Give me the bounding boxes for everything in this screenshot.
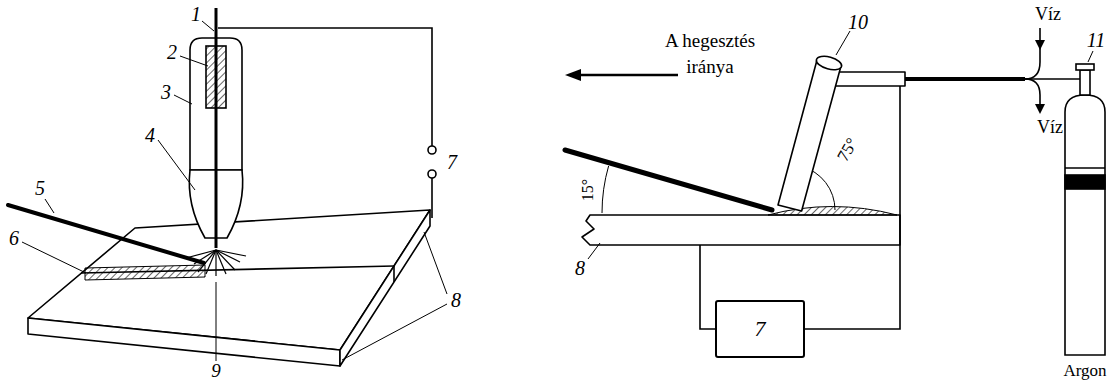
gas-label: Argon [1063, 361, 1106, 381]
line-art [1025, 78, 1080, 80]
line-art [158, 140, 195, 190]
line-art [215, 250, 216, 276]
line-art [1065, 167, 1105, 169]
callout-number: 2 [167, 40, 177, 64]
line-art [1065, 175, 1105, 189]
argon-cylinder [1065, 64, 1105, 355]
line-art [832, 72, 905, 86]
callout-number: 11 [1087, 28, 1106, 52]
direction-arrow [565, 69, 678, 81]
callout-number: 6 [9, 226, 19, 250]
line-art [700, 245, 715, 329]
line-art [1025, 79, 1040, 106]
line-art [45, 199, 54, 213]
line-art [424, 232, 447, 294]
circuit-right [700, 86, 900, 329]
arc-left [186, 250, 246, 276]
line-art [428, 170, 436, 178]
power-source-box: 7 [715, 300, 805, 358]
callout-number: 3 [161, 80, 171, 104]
line-art [340, 210, 430, 366]
callout-number: 8 [575, 256, 585, 280]
line-art [805, 86, 900, 329]
angle-label: 15° [578, 179, 597, 201]
callout-number: 10 [848, 10, 868, 34]
filler-rod-right [565, 150, 772, 210]
line-art [8, 205, 204, 263]
callout-number: 7 [447, 150, 457, 174]
line-art [202, 21, 214, 31]
line-art [602, 166, 609, 213]
line-art [174, 95, 192, 104]
line-art [428, 146, 436, 154]
line-art [1076, 64, 1094, 70]
filler-rod-left [8, 205, 204, 263]
line-art [85, 265, 205, 280]
torch-left [189, 8, 242, 248]
line-art [836, 31, 850, 55]
line-art [1088, 51, 1093, 62]
hoses [905, 28, 1080, 114]
torch-right [778, 54, 905, 211]
leader-lines-left [22, 21, 447, 361]
line-art [198, 250, 216, 272]
callout-number: 4 [145, 123, 155, 147]
line-art [186, 250, 216, 258]
line-art [778, 60, 841, 211]
callout-number: 1 [191, 2, 201, 26]
water-label: Víz [1037, 117, 1063, 139]
line-art [216, 282, 217, 361]
angle-label: 75° [833, 135, 863, 166]
line-art [1035, 104, 1045, 114]
line-art [216, 250, 246, 256]
circuit-left [218, 28, 436, 218]
direction-label: A hegesztés iránya [640, 28, 780, 80]
callout-number: 8 [451, 288, 461, 312]
line-art [215, 8, 218, 248]
line-art [22, 242, 86, 273]
line-art [578, 74, 678, 77]
callout-number: 7 [755, 316, 766, 342]
line-art [393, 266, 395, 282]
line-art [194, 250, 216, 264]
callout-number: 5 [35, 176, 45, 200]
line-art [1035, 40, 1045, 50]
callout-number: 9 [211, 360, 221, 383]
line-art [218, 28, 432, 146]
line-art [180, 56, 208, 66]
line-art [905, 77, 1025, 81]
line-art [588, 243, 600, 259]
line-art [431, 178, 433, 218]
line-art [815, 54, 843, 72]
workpiece-right [582, 207, 900, 246]
line-art [565, 69, 581, 81]
line-art [28, 318, 340, 366]
line-art [1080, 70, 1090, 95]
line-art [582, 215, 900, 245]
line-art [342, 304, 447, 360]
leader-lines-right [588, 31, 1093, 259]
water-label: Víz [1035, 4, 1061, 26]
line-art [1065, 95, 1105, 355]
line-art [1025, 28, 1040, 79]
line-art [565, 150, 772, 210]
